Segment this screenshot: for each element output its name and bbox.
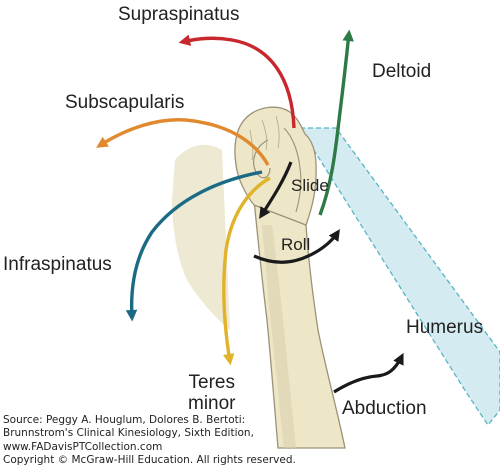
source-line-2: Brunnstrom's Clinical Kinesiology, Sixth… xyxy=(3,427,254,440)
tubercle-outline xyxy=(283,127,302,213)
label-subscapularis: Subscapularis xyxy=(65,92,185,113)
label-deltoid: Deltoid xyxy=(372,61,432,82)
label-supraspinatus: Supraspinatus xyxy=(118,4,240,25)
infraspinatus-arrow xyxy=(125,170,263,322)
teres-minor-arrow xyxy=(222,176,271,366)
label-infraspinatus: Infraspinatus xyxy=(3,254,112,275)
roll-arrow xyxy=(253,229,340,264)
label-roll: Roll xyxy=(281,235,311,254)
source-line-3: www.FADavisPTCollection.com xyxy=(3,440,163,453)
humerus-shaft-shading xyxy=(262,225,296,448)
label-teres-minor: Teres minor xyxy=(188,372,236,415)
label-humerus: Humerus xyxy=(406,317,484,338)
label-abduction: Abduction xyxy=(342,398,427,419)
source-credit: Source: Peggy A. Houglum, Dolores B. Ber… xyxy=(3,414,296,468)
abduction-arrow xyxy=(333,352,404,394)
subscapularis-arrow xyxy=(96,118,270,166)
scapula-shadow xyxy=(172,144,230,330)
deltoid-arrow xyxy=(318,29,354,216)
label-teres-minor-line2: minor xyxy=(188,393,236,415)
supraspinatus-arrow xyxy=(178,34,296,129)
humerus-abducted-band xyxy=(298,127,500,427)
humeral-head xyxy=(234,106,317,226)
source-line-1: Source: Peggy A. Houglum, Dolores B. Ber… xyxy=(3,414,246,426)
label-slide: Slide xyxy=(291,176,329,195)
source-line-4: Copyright © McGraw-Hill Education. All r… xyxy=(3,454,296,467)
label-teres-minor-line1: Teres xyxy=(188,372,235,393)
slide-arrow xyxy=(259,161,293,219)
